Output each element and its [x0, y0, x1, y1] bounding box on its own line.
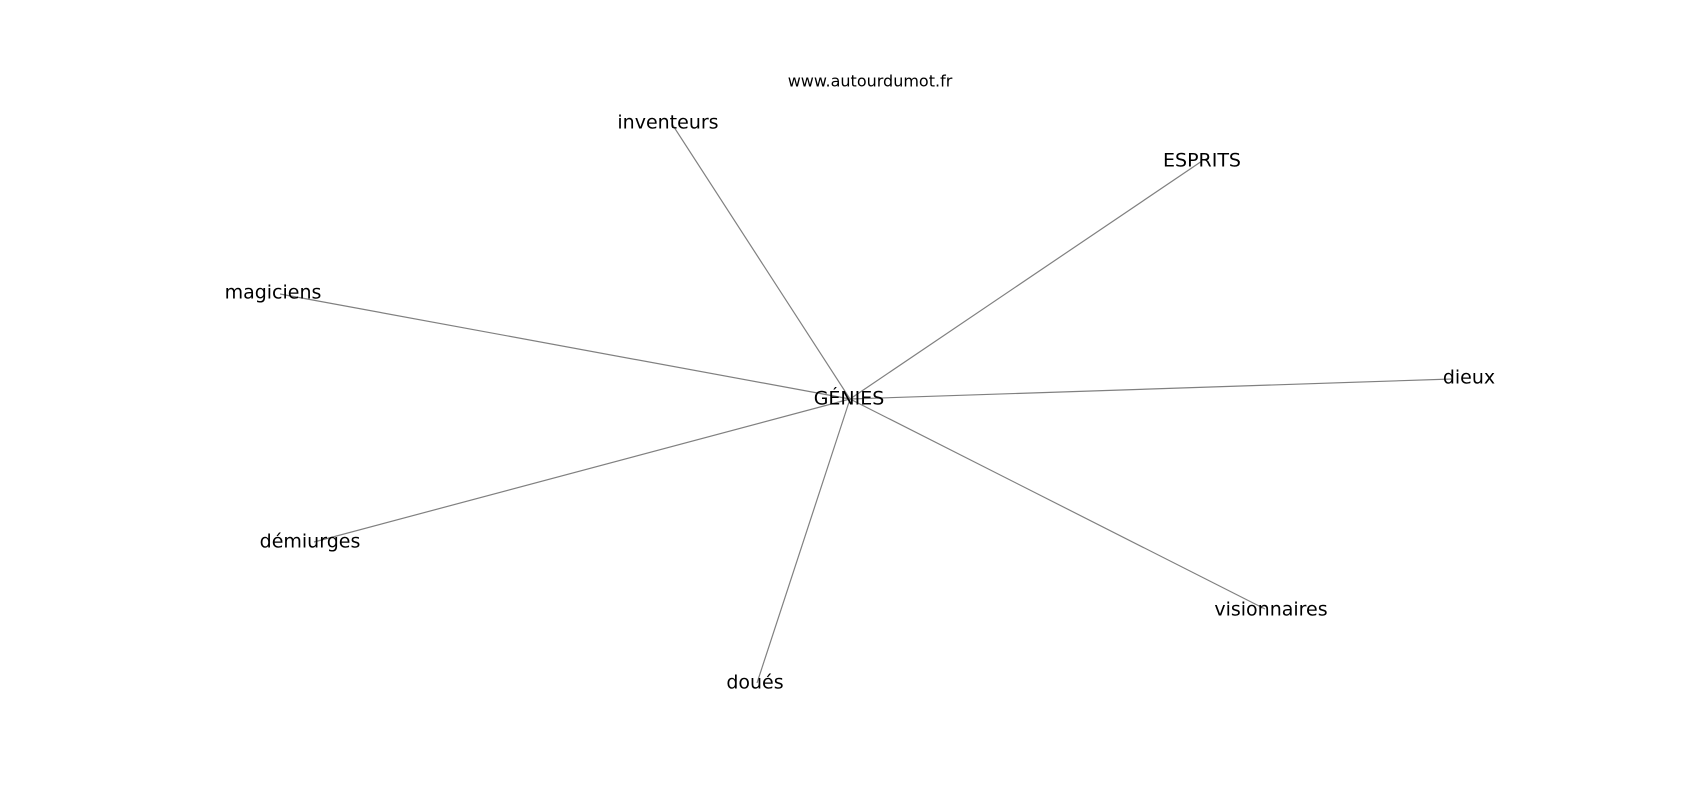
- edge-doues: [756, 398, 851, 684]
- labels: www.autourdumot.fr GÉNIES inventeurs ESP…: [225, 72, 1496, 694]
- node-esprits: ESPRITS: [1163, 150, 1241, 172]
- node-visionnaires: visionnaires: [1214, 599, 1327, 621]
- node-doues: doués: [726, 672, 783, 694]
- node-inventeurs: inventeurs: [617, 112, 718, 134]
- edge-visionnaires: [849, 398, 1266, 610]
- edge-demiurges: [313, 398, 851, 543]
- edges: [279, 123, 1453, 684]
- node-demiurges: démiurges: [260, 531, 361, 553]
- node-magiciens: magiciens: [225, 282, 322, 304]
- node-dieux: dieux: [1443, 367, 1495, 389]
- edge-magiciens: [279, 293, 851, 400]
- node-center-genies: GÉNIES: [814, 387, 885, 410]
- edge-inventeurs: [671, 123, 851, 400]
- watermark-text: www.autourdumot.fr: [788, 72, 953, 91]
- edge-esprits: [849, 160, 1203, 400]
- edge-dieux: [849, 378, 1453, 400]
